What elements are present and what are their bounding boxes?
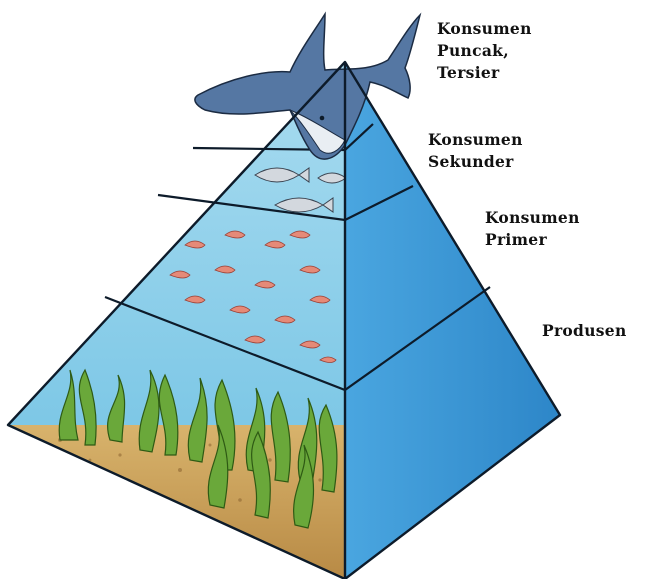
label-producer: Produsen	[542, 320, 627, 342]
label-tertiary-consumer: Konsumen Puncak, Tersier	[437, 18, 532, 84]
label-secondary-consumer: Konsumen Sekunder	[428, 129, 523, 173]
label-primary-consumer: Konsumen Primer	[485, 207, 580, 251]
